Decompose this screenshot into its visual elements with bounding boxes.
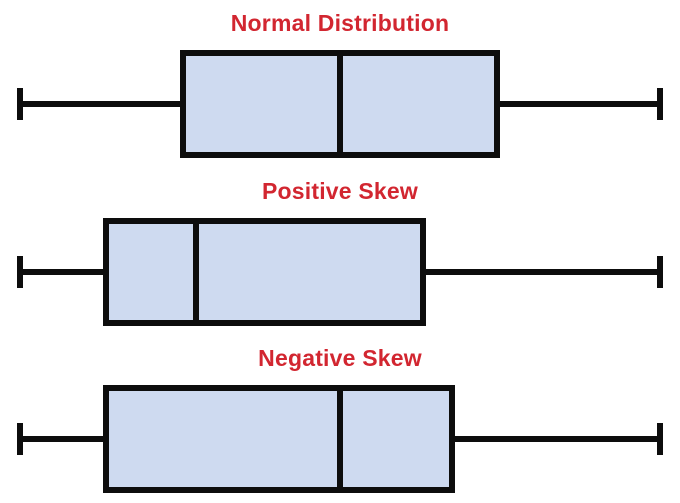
plot-title: Normal Distribution [230, 10, 450, 36]
median-line [193, 217, 199, 326]
whisker-cap-min [17, 423, 23, 456]
median-line [337, 385, 343, 494]
whisker-cap-max [657, 423, 663, 456]
plot-title: Negative Skew [258, 345, 422, 372]
plot-positive-skew: Positive Skew [0, 168, 680, 336]
iqr-box [103, 385, 456, 494]
plot-title: Positive Skew [261, 177, 418, 204]
plot-area [0, 50, 680, 158]
median-line [337, 50, 343, 158]
whisker-cap-max [657, 88, 663, 120]
whisker-cap-min [17, 88, 23, 120]
plot-normal-distribution: Normal Distribution [0, 0, 680, 168]
plot-negative-skew: Negative Skew [0, 335, 680, 503]
iqr-box [103, 217, 427, 326]
plot-area [0, 217, 680, 326]
whisker-cap-max [657, 255, 663, 288]
whisker-cap-min [17, 255, 23, 288]
plot-area [0, 385, 680, 494]
